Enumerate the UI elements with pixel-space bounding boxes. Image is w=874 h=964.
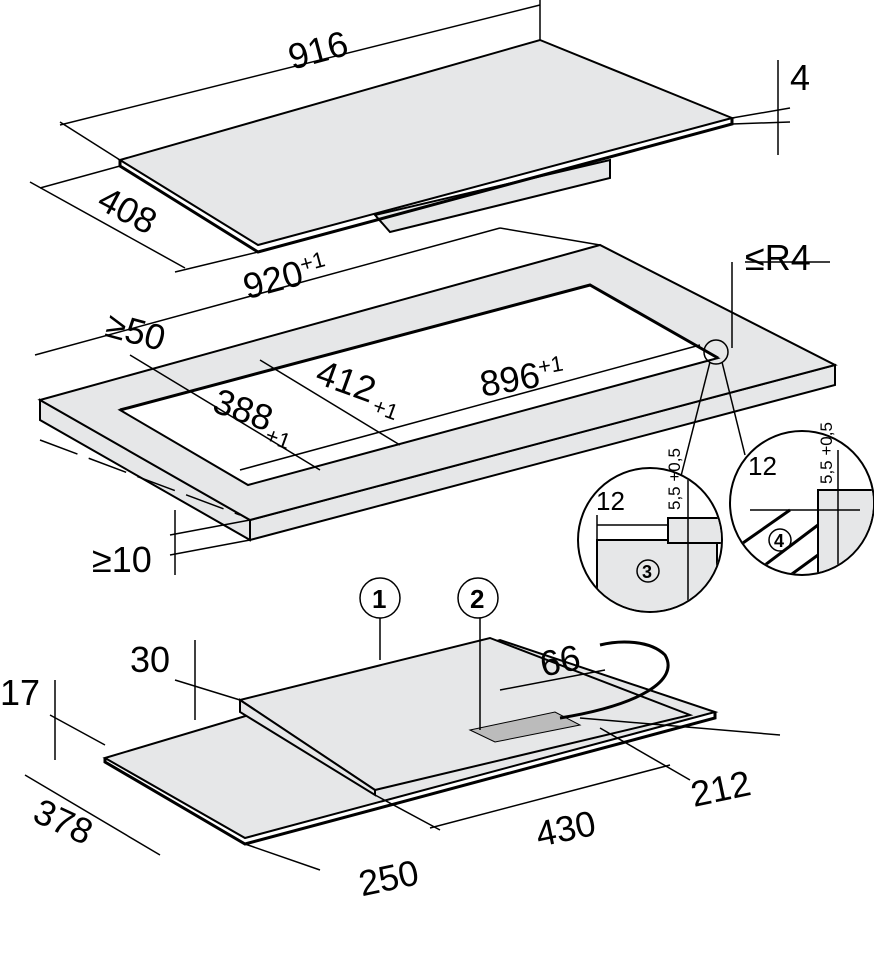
dim-box-length: 430	[532, 802, 599, 855]
detail-number-circle	[636, 559, 660, 583]
detail-3: 3 12 5,5 +0,5	[577, 448, 723, 613]
extension-line	[174, 251, 259, 273]
dim-tolerance: +0,5	[817, 422, 836, 456]
dim-min-edge: ≥50	[102, 304, 170, 359]
dim-offset: 250	[355, 852, 422, 905]
extension-line	[174, 679, 241, 701]
detail-number-circle	[768, 528, 792, 552]
dim-inner-depth: 412+1	[309, 351, 409, 425]
dim-line	[239, 344, 701, 471]
detail-4-label: 4	[774, 531, 784, 551]
dim-line	[24, 774, 161, 856]
extension-line	[731, 107, 791, 119]
callout-2: 2	[470, 584, 484, 614]
dim-tolerance: +1	[536, 350, 565, 379]
dim-line	[499, 669, 606, 691]
dim-hob-thickness: 4	[790, 57, 810, 98]
extension-line	[169, 539, 251, 556]
extension-line	[499, 227, 601, 246]
dim-connector: 66	[536, 636, 584, 684]
corner-detail-marker	[703, 339, 729, 365]
dim-line	[599, 727, 691, 781]
rebate-section	[817, 489, 873, 574]
dim-line	[34, 227, 501, 356]
extension-line	[59, 121, 121, 161]
rebate-section	[667, 517, 721, 544]
dim-inner-length: 896+1	[477, 350, 568, 405]
callout-2-circle	[457, 577, 499, 619]
leader-line	[679, 361, 711, 481]
dim-cutout-depth: 388+1	[206, 380, 302, 454]
dim-box-height: 30	[130, 639, 170, 680]
dim-value: 920	[239, 252, 308, 307]
dim-min-thickness: ≥10	[92, 539, 152, 580]
hatch-line	[769, 553, 819, 574]
detail-3-label: 3	[642, 562, 652, 582]
connector-plate	[468, 711, 582, 743]
underside-drawing	[24, 577, 781, 871]
dim-line	[129, 354, 321, 471]
dim-tolerance: +1	[369, 393, 401, 425]
worktop-drawing	[34, 227, 838, 575]
dim-depth: 378	[27, 790, 99, 853]
dim-hob-length: 916	[284, 22, 353, 77]
dim-right-depth: 212	[687, 762, 754, 815]
extension-line	[244, 843, 321, 871]
extension-line	[731, 121, 791, 125]
dim-line	[29, 181, 186, 269]
hatch-line	[739, 508, 791, 547]
dim-corner-radius: ≤R4	[745, 237, 811, 278]
dim-value: 5,5	[665, 486, 684, 510]
cutout-edge	[119, 283, 719, 412]
dim-line	[429, 764, 671, 829]
extension-line	[374, 794, 441, 831]
hidden-line	[39, 439, 241, 516]
extension-line	[579, 717, 781, 736]
dim-line	[259, 359, 401, 446]
worktop-section	[596, 539, 718, 611]
dim-cutout-outer-length: 920+1	[239, 245, 332, 307]
extension-line	[49, 714, 106, 746]
detail-3-width: 12	[596, 486, 625, 516]
detail-4-height: 5,5 +0,5	[817, 422, 836, 484]
leader-line	[721, 361, 746, 456]
extension-line	[169, 519, 251, 536]
dim-plate-height: 17	[0, 672, 40, 713]
extension-line	[39, 165, 121, 189]
dim-tolerance: +0,5	[665, 448, 684, 482]
dim-value: 412	[311, 351, 381, 410]
detail-4-width: 12	[748, 451, 777, 481]
dim-line	[59, 4, 541, 126]
dim-tolerance: +1	[297, 246, 328, 277]
callout-1: 1	[372, 584, 386, 614]
hidden-line	[599, 244, 836, 366]
dim-value: 5,5	[817, 460, 836, 484]
dim-value: 896	[477, 354, 543, 405]
cable	[559, 640, 670, 720]
detail-3-height: 5,5 +0,5	[665, 448, 684, 510]
detail-4: 4 12 5,5 +0,5	[729, 422, 874, 576]
hob-drawing	[29, 0, 791, 273]
